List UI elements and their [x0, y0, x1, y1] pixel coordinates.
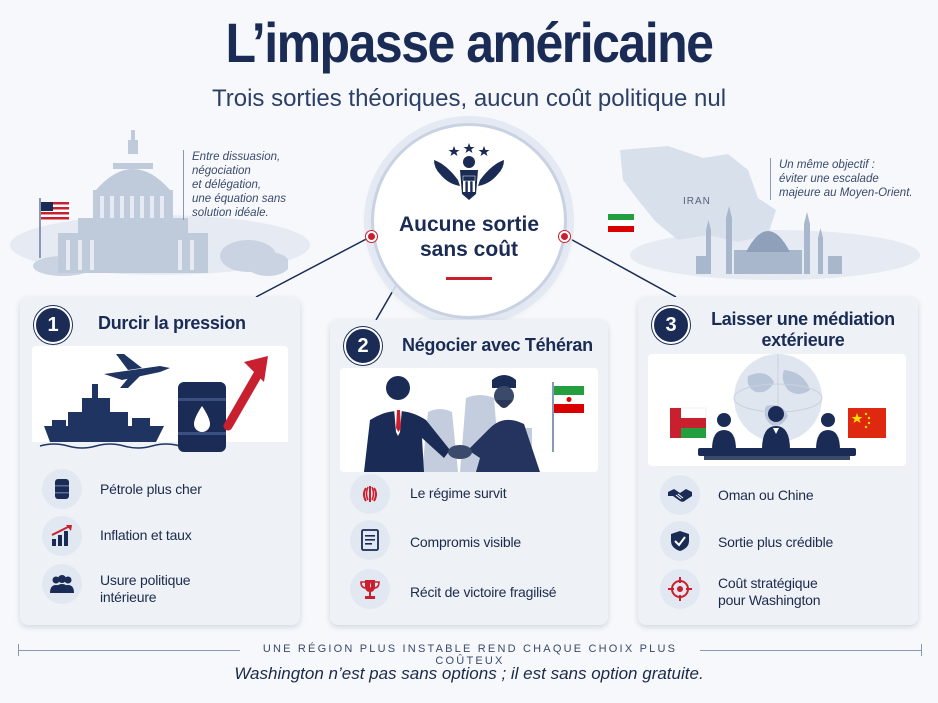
- footer-divider-left: [18, 650, 240, 651]
- eagle-seal-icon: [434, 143, 504, 200]
- warship-icon: [44, 384, 164, 442]
- footer-tick-right: [921, 644, 922, 656]
- page-title: L’impasse américaine: [225, 11, 714, 75]
- option-number-1: 1: [34, 306, 72, 344]
- option-3-item-3: Coût stratégique pour Washington: [718, 575, 821, 608]
- rising-arrow-icon: [223, 356, 268, 431]
- hub-accent-bar: [446, 277, 492, 280]
- fighter-jet-icon: [104, 354, 170, 388]
- option-title-3: Laisser une médiation extérieure: [711, 309, 895, 350]
- iranian-negotiator-figure: [468, 375, 540, 472]
- option-number-2: 2: [344, 327, 382, 365]
- right-note: Un même objectif : éviter une escalade m…: [770, 158, 913, 200]
- oil-barrel-illustration: [178, 382, 226, 452]
- iran-flag-small-icon: [552, 382, 584, 452]
- iran-map-illustration: [608, 146, 842, 274]
- oil-barrel-icon: [42, 469, 82, 509]
- oman-flag-icon: [669, 407, 707, 438]
- hub-statement: Aucune sortie sans coût: [398, 213, 540, 261]
- option-3-item-2: Sortie plus crédible: [718, 534, 834, 550]
- us-negotiator-figure: [364, 376, 450, 472]
- handshake-icon: [660, 475, 700, 515]
- iran-emblem-icon: [350, 474, 390, 514]
- left-note: Entre dissuasion, négociation et délégat…: [183, 150, 286, 220]
- option-1-item-2: Inflation et taux: [100, 527, 192, 543]
- trophy-icon: [350, 569, 390, 609]
- option-title-2: Négocier avec Téhéran: [402, 335, 593, 355]
- footer-quote: Washington n’est pas sans options ; il e…: [234, 664, 704, 683]
- rising-chart-icon: [42, 516, 82, 556]
- footer-divider-right: [700, 650, 922, 651]
- footer-tick-left: [18, 644, 19, 656]
- option-3-item-1: Oman ou Chine: [718, 487, 814, 503]
- connector-dot-left: [366, 231, 377, 242]
- option-2-item-2: Compromis visible: [410, 534, 521, 550]
- option-2-item-1: Le régime survit: [410, 485, 507, 501]
- capitol-illustration: [33, 130, 288, 276]
- option-1-item-3: Usure politique intérieure: [100, 572, 191, 605]
- option-1-item-1: Pétrole plus cher: [100, 481, 202, 497]
- option-1-illustration: [32, 346, 288, 460]
- connector-dot-right: [559, 231, 570, 242]
- option-3-illustration: [648, 354, 906, 466]
- footer-tagline: UNE RÉGION PLUS INSTABLE REND CHAQUE CHO…: [262, 643, 678, 667]
- mediation-table-illustration: [698, 406, 856, 460]
- page-subtitle: Trois sorties théoriques, aucun coût pol…: [211, 85, 727, 112]
- document-icon: [350, 520, 390, 560]
- people-group-icon: [42, 564, 82, 604]
- map-label-iran: IRAN: [683, 196, 711, 207]
- option-number-3: 3: [652, 306, 690, 344]
- shield-check-icon: [660, 521, 700, 561]
- option-2-item-3: Récit de victoire fragilisé: [410, 584, 557, 600]
- option-2-illustration: [340, 368, 598, 472]
- us-flag-icon: [39, 198, 69, 258]
- iran-flag-icon: [608, 214, 634, 232]
- option-title-1: Durcir la pression: [98, 313, 246, 333]
- target-icon: [660, 569, 700, 609]
- central-hub: [371, 123, 567, 319]
- china-flag-icon: [848, 408, 886, 438]
